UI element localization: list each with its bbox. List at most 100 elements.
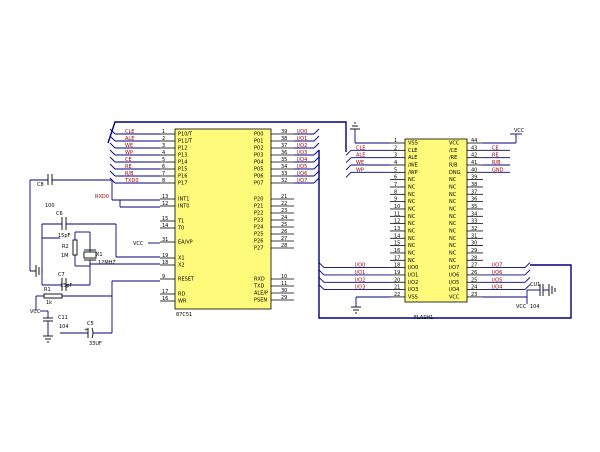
mcu-pin-number: 18 (162, 260, 168, 266)
mcu-pin-number: 15 (162, 216, 168, 222)
flash-pin-number: 23 (471, 292, 477, 298)
flash-pin-name: NC (408, 221, 416, 227)
flash-pin-name: /WE (408, 162, 418, 168)
flash-net-label: GND (492, 167, 504, 173)
flash-vcc-bottom-label: VCC (516, 304, 527, 310)
flash-pin-26: 26I/O6 (449, 270, 483, 278)
flash-pin-6: 6 NC (390, 175, 416, 183)
flash-pin-name: I/O0 (408, 265, 418, 271)
flash-pin-24: 24I/O4 (449, 285, 483, 293)
mcu-pin-name: INT0 (178, 204, 189, 210)
flash-io-net-0: I/O0 (318, 262, 390, 269)
mcu-pin-name: P10/T (178, 132, 193, 138)
mcu-pin-name: P13 (178, 153, 187, 159)
flash-name: FLASH1 (414, 315, 433, 321)
x1-name: X1 (96, 252, 103, 258)
mcu-pin-name: P07 (254, 181, 263, 187)
mcu-io-net-label: I/O2 (297, 143, 307, 149)
flash-io-net-2: I/O2 (318, 276, 390, 283)
flash-net-label: ALE (356, 153, 365, 159)
flash-pin-number: 36 (471, 197, 477, 203)
flash-pin-number: 6 (394, 175, 397, 181)
mcu-net-label: RE (125, 164, 132, 170)
flash-pin-number: 3 (394, 153, 397, 159)
flash-pin-number: 14 (394, 233, 400, 239)
r2-name: R2 (62, 244, 69, 250)
mcu-pin-number: 11 (281, 281, 287, 287)
net-label-ea-vcc: VCC (133, 241, 144, 247)
flash-pin-name: NC (408, 206, 416, 212)
flash-pin-number: 22 (394, 292, 400, 298)
bus-left (107, 121, 347, 152)
mcu-pin-name: P00 (254, 132, 263, 138)
net-label-rxd0: RXD0 (95, 194, 109, 200)
flash-pin-number: 7 (394, 182, 397, 188)
mcu-pin-number: 10 (281, 274, 287, 280)
mcu-net-label: CLE (125, 129, 134, 135)
flash-pin-name: NC (408, 228, 416, 234)
flash-pin-name: CLE (408, 148, 417, 154)
flash-pin-number: 33 (471, 219, 477, 225)
flash-pin-number: 13 (394, 226, 400, 232)
mcu-io-net-label: I/O7 (297, 178, 307, 184)
flash-pin-name: NC (449, 258, 457, 264)
c5-name: C5 (87, 321, 94, 327)
flash-pin-number: 20 (394, 277, 400, 283)
flash-pin-number: 9 (394, 197, 397, 203)
flash-pin-name: NC (449, 184, 457, 190)
flash-pin-number: 26 (471, 270, 477, 276)
flash-pin-43: 43/CE (449, 145, 483, 154)
flash-pin-name: I/O7 (449, 265, 459, 271)
mcu-io-net-5: I/O5 (294, 163, 320, 170)
flash-pin-27: 27I/O7 (449, 263, 483, 271)
flash-io-net-label: I/O3 (355, 285, 365, 291)
flash-net-CLE: CLE (345, 145, 390, 156)
c8-value: 100 (45, 203, 55, 209)
flash-net-r-3: GND (483, 167, 510, 173)
mcu-pin-name: RD (178, 292, 185, 298)
mcu-pin-name: P12 (178, 146, 187, 152)
flash-pin-name: NC (449, 206, 457, 212)
mcu-pin-name: P21 (254, 204, 263, 210)
mcu-pin-number: 37 (281, 143, 287, 149)
flash-pin-name: NC (449, 214, 457, 220)
flash-pin-name: NC (408, 250, 416, 256)
flash-pin-name: VCC (449, 294, 460, 300)
mcu-io-net-label: I/O4 (297, 157, 307, 163)
mcu-net-5: RE (109, 163, 160, 170)
flash-pin-name: NC (408, 243, 416, 249)
mcu-pin-name: T0 (177, 226, 184, 232)
mcu-right-pins: 39P0038P0137P0236P0335P0434P0533P0632P07… (253, 128, 320, 304)
flash-pin-name: I/O3 (408, 287, 418, 293)
flash-pin-number: 11 (394, 211, 400, 217)
mcu-wiring: RXD0 VCC (95, 194, 160, 296)
flash-io-net-label: I/O5 (492, 277, 502, 283)
flash-pin-number: 44 (471, 138, 477, 144)
flash-pin-name: NC (408, 177, 416, 183)
flash-net-label: CLE (356, 145, 365, 151)
mcu-pin-name: T1 (177, 219, 184, 225)
mcu-io-net-label: I/O5 (297, 164, 307, 170)
flash-io-net-label: I/O7 (492, 263, 502, 269)
mcu-pin-name: EA/VP (178, 240, 193, 246)
